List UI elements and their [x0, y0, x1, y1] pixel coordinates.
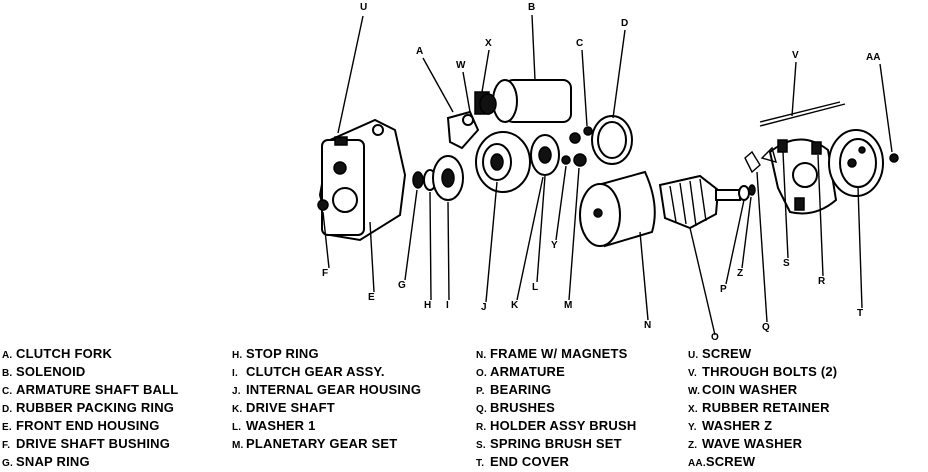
legend-item: J.INTERNAL GEAR HOUSING — [232, 382, 422, 397]
callout-l: L — [532, 282, 538, 293]
legend-column-3: N.FRAME W/ MAGNETS O.ARMATURE P.BEARING … — [476, 346, 636, 472]
legend-item: C.ARMATURE SHAFT BALL — [2, 382, 179, 397]
callout-p: P — [720, 284, 727, 295]
callout-n: N — [644, 320, 651, 331]
part-armature-shaft-ball — [583, 126, 593, 136]
part-drive-shaft-gears — [530, 132, 587, 176]
callout-labels: U A W X B C D V AA F E G H I J K L Y M N… — [322, 2, 880, 340]
callout-o: O — [711, 332, 719, 340]
callout-t: T — [857, 308, 863, 319]
leader-lines — [322, 14, 893, 336]
legend-item: P.BEARING — [476, 382, 552, 397]
legend-column-2: H.STOP RING I.CLUTCH GEAR ASSY. J.INTERN… — [232, 346, 421, 454]
legend-item: Y.WASHER Z — [688, 418, 773, 433]
legend-item: L.WASHER 1 — [232, 418, 316, 433]
callout-m: M — [564, 300, 572, 311]
legend-item: E.FRONT END HOUSING — [2, 418, 160, 433]
callout-c: C — [576, 38, 583, 49]
callout-aa: AA — [866, 52, 880, 63]
legend-item: U.SCREW — [688, 346, 752, 361]
legend-column-1: A.CLUTCH FORK B.SOLENOID C.ARMATURE SHAF… — [2, 346, 178, 472]
callout-d: D — [621, 18, 628, 29]
callout-w: W — [456, 60, 466, 71]
part-solenoid — [479, 79, 572, 123]
part-clutch-gear-assy — [412, 155, 464, 201]
part-armature — [658, 174, 756, 230]
legend-item: D.RUBBER PACKING RING — [2, 400, 175, 415]
callout-s: S — [783, 258, 790, 269]
callout-q: Q — [762, 322, 770, 333]
part-screw-u — [334, 136, 348, 146]
part-frame-with-magnets — [579, 170, 656, 248]
callout-v: V — [792, 50, 799, 61]
legend-item: I.CLUTCH GEAR ASSY. — [232, 364, 385, 379]
callout-z: Z — [737, 268, 743, 279]
callout-a: A — [416, 46, 423, 57]
legend-item: G.SNAP RING — [2, 454, 90, 469]
callout-e: E — [368, 292, 375, 303]
legend-item: W.COIN WASHER — [688, 382, 798, 397]
legend-item: K.DRIVE SHAFT — [232, 400, 335, 415]
part-rubber-packing-ring — [591, 115, 633, 165]
callout-i: I — [446, 300, 449, 311]
callout-g: G — [398, 280, 406, 291]
callout-r: R — [818, 276, 826, 287]
exploded-starter-diagram: U A W X B C D V AA F E G H I J K L Y M N… — [317, 2, 899, 340]
legend-item: X.RUBBER RETAINER — [688, 400, 830, 415]
callout-u: U — [360, 2, 367, 13]
part-internal-gear-housing — [475, 131, 531, 193]
legend-column-4: U.SCREW V.THROUGH BOLTS (2) W.COIN WASHE… — [688, 346, 837, 472]
callout-j: J — [481, 302, 487, 313]
part-front-end-housing — [317, 118, 407, 242]
legend-item: T.END COVER — [476, 454, 570, 469]
legend-item: Q.BRUSHES — [476, 400, 555, 415]
part-clutch-fork — [446, 91, 490, 150]
legend-item: N.FRAME W/ MAGNETS — [476, 346, 628, 361]
legend-item: O.ARMATURE — [476, 364, 566, 379]
callout-b: B — [528, 2, 535, 13]
legend-item: Z.WAVE WASHER — [688, 436, 803, 451]
legend-item: V.THROUGH BOLTS (2) — [688, 364, 838, 379]
legend-item: H.STOP RING — [232, 346, 319, 361]
part-through-bolts — [759, 101, 846, 127]
legend-item: A.CLUTCH FORK — [2, 346, 113, 361]
legend-item: B.SOLENOID — [2, 364, 86, 379]
callout-y: Y — [551, 240, 558, 251]
callout-k: K — [511, 300, 519, 311]
callout-x: X — [485, 38, 492, 49]
callout-f: F — [322, 268, 328, 279]
callout-h: H — [424, 300, 431, 311]
legend-item: S.SPRING BRUSH SET — [476, 436, 622, 451]
legend-item: AA.SCREW — [688, 454, 756, 469]
legend-item: R.HOLDER ASSY BRUSH — [476, 418, 637, 433]
part-end-cover — [828, 129, 899, 197]
legend-item: M.PLANETARY GEAR SET — [232, 436, 398, 451]
legend-item: F.DRIVE SHAFT BUSHING — [2, 436, 171, 451]
